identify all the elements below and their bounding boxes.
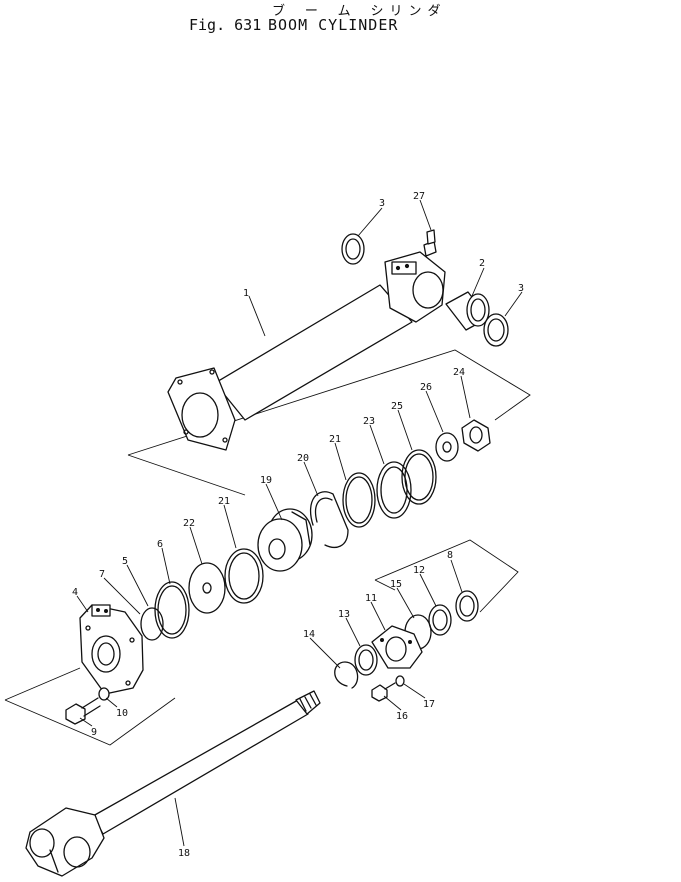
rod-packing <box>428 604 452 636</box>
figure-number: Fig. 631 <box>189 16 262 34</box>
callout-8: 8 <box>447 550 453 561</box>
callout-5: 5 <box>122 556 128 567</box>
group-bracket-head-seals <box>127 349 531 496</box>
backup-ring-lower <box>224 548 264 604</box>
callout-21-lower: 21 <box>218 496 230 507</box>
callout-19: 19 <box>260 475 272 486</box>
callout-20: 20 <box>297 453 309 464</box>
callout-18: 18 <box>178 848 190 859</box>
callout-11: 11 <box>365 593 377 604</box>
callout-1: 1 <box>243 288 249 299</box>
rod-wiper <box>354 644 378 676</box>
backup-ring-upper <box>342 472 376 528</box>
circlip <box>334 661 359 689</box>
callout-3-top: 3 <box>379 198 385 209</box>
callout-labels: 1 2 3 3 4 5 6 7 8 9 10 11 12 13 14 15 16… <box>72 191 524 859</box>
callout-23: 23 <box>363 416 375 427</box>
snap-ring <box>154 581 190 639</box>
callout-15: 15 <box>390 579 402 590</box>
wear-ring <box>376 461 412 519</box>
callout-21-upper: 21 <box>329 434 341 445</box>
callout-9: 9 <box>91 727 97 738</box>
washer <box>435 432 459 462</box>
dust-seal-right <box>483 313 509 347</box>
callout-6: 6 <box>157 539 163 550</box>
cylinder-head <box>79 604 144 695</box>
lock-washer <box>98 687 110 701</box>
callout-13: 13 <box>338 609 350 620</box>
leader-lines <box>76 199 523 847</box>
piston-rod <box>25 690 321 877</box>
callout-17: 17 <box>423 699 435 710</box>
cylinder-tube <box>167 251 446 451</box>
dust-seal-top <box>341 233 365 265</box>
gland-bolt <box>371 682 396 702</box>
slide-ring <box>309 491 349 548</box>
callout-22: 22 <box>183 518 195 529</box>
bushing <box>445 291 490 331</box>
callout-4: 4 <box>72 587 78 598</box>
bolt <box>65 697 101 725</box>
japanese-title: ブ ー ム シリンダ <box>272 4 447 19</box>
callout-26: 26 <box>420 382 432 393</box>
callout-2: 2 <box>479 258 485 269</box>
piston <box>257 508 313 572</box>
group-bracket-gland <box>4 667 176 746</box>
callout-24: 24 <box>453 367 465 378</box>
group-bracket-rod-gland <box>374 539 519 613</box>
nut <box>461 419 491 452</box>
grease-fitting <box>423 229 437 257</box>
callout-10: 10 <box>116 708 128 719</box>
callout-25: 25 <box>391 401 403 412</box>
rod-gland <box>371 625 423 669</box>
callout-7: 7 <box>99 569 105 580</box>
callout-16: 16 <box>396 711 408 722</box>
o-ring-gland <box>140 607 164 641</box>
callout-12: 12 <box>413 565 425 576</box>
callout-27: 27 <box>413 191 425 202</box>
rod-seal-housing <box>455 590 479 622</box>
diagram-title: BOOM CYLINDER <box>268 16 399 34</box>
callout-14: 14 <box>303 629 315 640</box>
callout-3-right: 3 <box>518 283 524 294</box>
cushion-plate <box>188 562 226 614</box>
gland-washer <box>395 675 405 687</box>
